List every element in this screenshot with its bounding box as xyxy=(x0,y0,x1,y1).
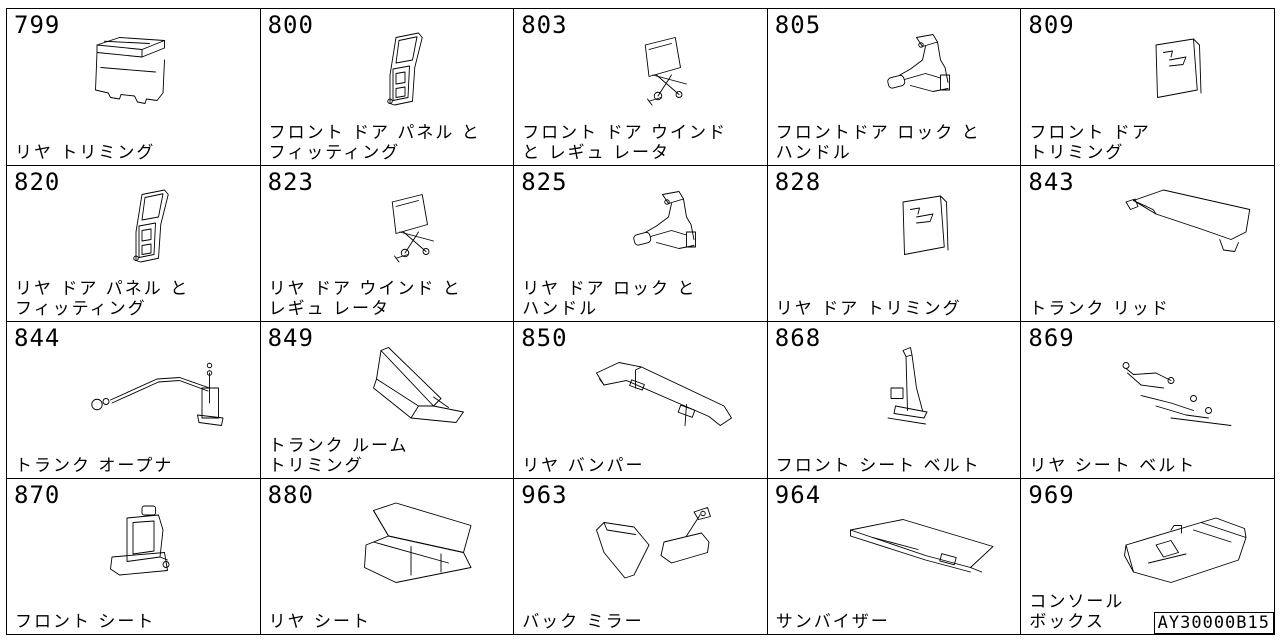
parts-catalog-grid: 799 リヤ トリミング 800 フロント ドア パネル と フィッティング 803 フロ… xyxy=(6,8,1275,635)
part-name: フロント ドア パネル と フィッティング xyxy=(268,122,481,163)
part-code: 843 xyxy=(1028,167,1075,196)
part-code: 969 xyxy=(1028,480,1075,509)
part-cell-844[interactable]: 844 トランク オープナ xyxy=(7,322,261,479)
part-code: 805 xyxy=(774,11,822,39)
part-name: コンソール ボックス xyxy=(1029,592,1125,632)
part-name: トランク オープナ xyxy=(15,455,174,476)
part-cell-799[interactable]: 799 リヤ トリミング xyxy=(7,9,261,166)
part-cell-803[interactable]: 803 フロント ドア ウインド と レギュ レータ xyxy=(514,9,768,166)
part-name: リヤ ドア トリミング xyxy=(775,299,962,319)
part-name: リヤ バンパー xyxy=(522,455,645,476)
part-cell-868[interactable]: 868 フロント シート ベルト xyxy=(767,322,1022,479)
part-name: リヤ トリミング xyxy=(15,142,156,163)
part-cell-870[interactable]: 870 フロント シート xyxy=(7,478,261,635)
part-code: 869 xyxy=(1028,324,1075,352)
part-name: リヤ シート ベルト xyxy=(1029,455,1197,476)
part-cell-823[interactable]: 823 リヤ ドア ウインド と レギュ レータ xyxy=(260,165,515,322)
part-cell-880[interactable]: 880 リヤ シート xyxy=(260,478,515,635)
part-code: 825 xyxy=(521,167,568,196)
part-code: 828 xyxy=(774,167,822,196)
part-name: フロントドア ロック と ハンドル xyxy=(775,122,981,163)
part-code: 963 xyxy=(521,480,568,509)
part-code: 800 xyxy=(267,11,314,39)
part-name: リヤ ドア ロック と ハンドル xyxy=(522,279,697,319)
part-cell-805[interactable]: 805 フロントドア ロック と ハンドル xyxy=(767,9,1022,166)
part-cell-843[interactable]: 843 トランク リッド xyxy=(1021,165,1275,322)
part-name: フロント ドア トリミング xyxy=(1029,122,1151,163)
part-code: 820 xyxy=(14,167,61,196)
part-code: 803 xyxy=(521,11,568,39)
part-code: 868 xyxy=(774,324,822,352)
part-cell-969[interactable]: 969 コンソール ボックス xyxy=(1021,478,1275,635)
part-name: トランク ルーム トリミング xyxy=(268,435,409,476)
part-cell-800[interactable]: 800 フロント ドア パネル と フィッティング xyxy=(260,9,515,166)
part-cell-850[interactable]: 850 リヤ バンパー xyxy=(514,322,768,479)
part-name: フロント シート ベルト xyxy=(775,455,981,476)
part-name: バック ミラー xyxy=(522,612,644,632)
part-code: 964 xyxy=(774,480,822,509)
part-cell-869[interactable]: 869 リヤ シート ベルト xyxy=(1021,322,1275,479)
part-cell-828[interactable]: 828 リヤ ドア トリミング xyxy=(767,165,1022,322)
part-name: リヤ ドア ウインド と レギュ レータ xyxy=(268,279,462,319)
part-name: サンバイザー xyxy=(775,612,890,632)
part-cell-964[interactable]: 964 サンバイザー xyxy=(767,478,1022,635)
part-cell-820[interactable]: 820 リヤ ドア パネル と フィッティング xyxy=(7,165,261,322)
part-code: 850 xyxy=(521,324,568,352)
part-cell-963[interactable]: 963 バック ミラー xyxy=(514,478,768,635)
part-code: 880 xyxy=(267,480,314,509)
part-code: 823 xyxy=(267,167,314,196)
reference-code: AY30000B15 xyxy=(1153,612,1274,634)
part-code: 849 xyxy=(267,324,314,352)
part-name: リヤ ドア パネル と フィッティング xyxy=(15,279,190,319)
part-name: リヤ シート xyxy=(268,612,371,632)
part-code: 844 xyxy=(14,324,61,352)
part-code: 809 xyxy=(1028,11,1075,39)
part-code: 799 xyxy=(14,11,61,39)
part-name: トランク リッド xyxy=(1029,299,1170,319)
part-name: フロント シート xyxy=(15,612,156,632)
part-code: 870 xyxy=(14,480,61,509)
part-name: フロント ドア ウインド と レギュ レータ xyxy=(522,122,727,163)
part-cell-825[interactable]: 825 リヤ ドア ロック と ハンドル xyxy=(514,165,768,322)
part-cell-849[interactable]: 849 トランク ルーム トリミング xyxy=(260,322,515,479)
part-cell-809[interactable]: 809 フロント ドア トリミング xyxy=(1021,9,1275,166)
